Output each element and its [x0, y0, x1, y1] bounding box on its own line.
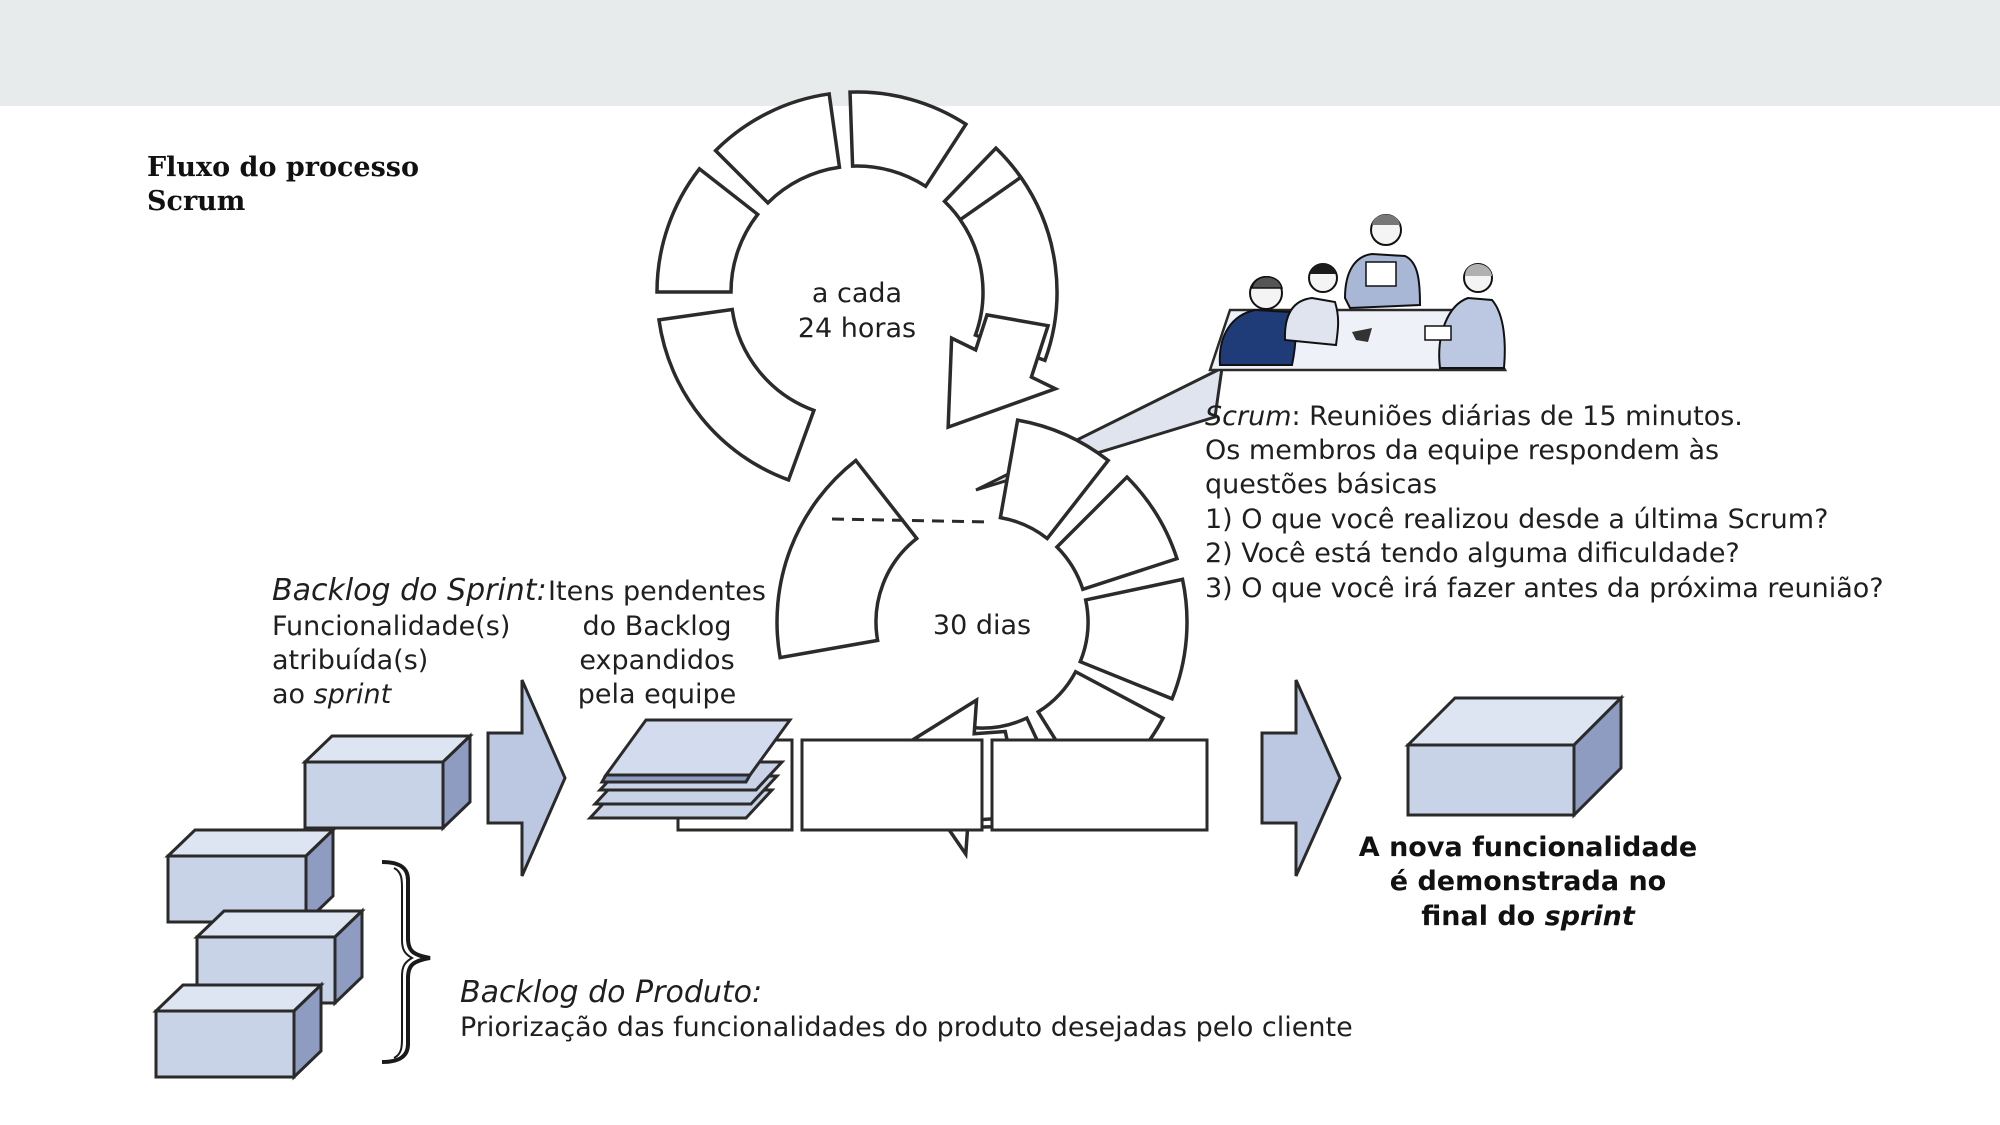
top-bar: [0, 0, 2000, 106]
product-backlog-box-icon-3: [152, 981, 325, 1081]
cycle-link-dashed: [831, 517, 991, 524]
daily-cycle-label-line2: 24 horas: [798, 313, 916, 344]
expanded-items-line1: Itens pendentes: [548, 576, 766, 607]
product-backlog-heading: Backlog do Produto:: [460, 975, 762, 1010]
timeline-block-2: [800, 738, 984, 832]
timeline-block-3: [990, 738, 1209, 832]
daily-cycle-label-line1: a cada: [812, 278, 902, 309]
result-line2: é demonstrada no: [1390, 866, 1667, 897]
wheel-segment: [1078, 577, 1189, 702]
expanded-items-line2: do Backlog: [583, 611, 732, 642]
result-line3: final do sprint: [1421, 901, 1636, 932]
flow-arrow-2: [1260, 679, 1342, 877]
result-box-icon: [1404, 694, 1625, 819]
wheel-segment: [655, 166, 761, 294]
diagram-title-line2: Scrum: [147, 186, 245, 217]
sprint-backlog-box-icon: [301, 732, 474, 832]
wheel-segment: [656, 307, 817, 483]
product-backlog-description: Priorização das funcionalidades do produ…: [460, 1012, 1353, 1043]
sprint-backlog-line2: atribuída(s): [272, 645, 428, 676]
scrum-question-1: 1) O que você realizou desde a última Sc…: [1205, 504, 1828, 535]
sprint-backlog-line1: Funcionalidade(s): [272, 611, 510, 642]
scrum-question-2: 2) Você está tendo alguma dificuldade?: [1205, 538, 1740, 569]
result-line1: A nova funcionalidade: [1359, 832, 1697, 863]
expanded-items-line3: expandidos: [579, 645, 734, 676]
daily-cycle-wheel: [655, 90, 1060, 483]
sprint-backlog-line3: ao sprint: [272, 679, 393, 710]
scrum-meeting-line3: questões básicas: [1205, 469, 1437, 500]
scrum-meeting-line2: Os membros da equipe respondem às: [1205, 435, 1719, 466]
sprint-backlog-heading: Backlog do Sprint:: [272, 573, 547, 608]
scrum-question-3: 3) O que você irá fazer antes da próxima…: [1205, 573, 1884, 604]
wheel-segment: [1054, 474, 1180, 592]
brace-icon: [381, 860, 431, 1064]
wheel-segment: [957, 174, 1059, 363]
wheel-arrowhead: [946, 312, 1060, 430]
sprint-cycle-label: 30 dias: [933, 610, 1031, 641]
expanded-items-line4: pela equipe: [578, 679, 737, 710]
diagram-title-line1: Fluxo do processo: [147, 152, 419, 183]
wheel-segment: [848, 90, 969, 189]
flow-arrow-1: [486, 679, 567, 877]
wheel-segment: [775, 458, 920, 660]
team-meeting-illustration: [1208, 214, 1508, 372]
document-stack-icon: [586, 718, 793, 820]
product-backlog-box-icon-1: [164, 826, 337, 926]
scrum-meeting-line1: Scrum: Reuniões diárias de 15 minutos.: [1205, 401, 1743, 432]
wheel-segment: [713, 91, 842, 206]
wheel-segment: [998, 418, 1111, 541]
